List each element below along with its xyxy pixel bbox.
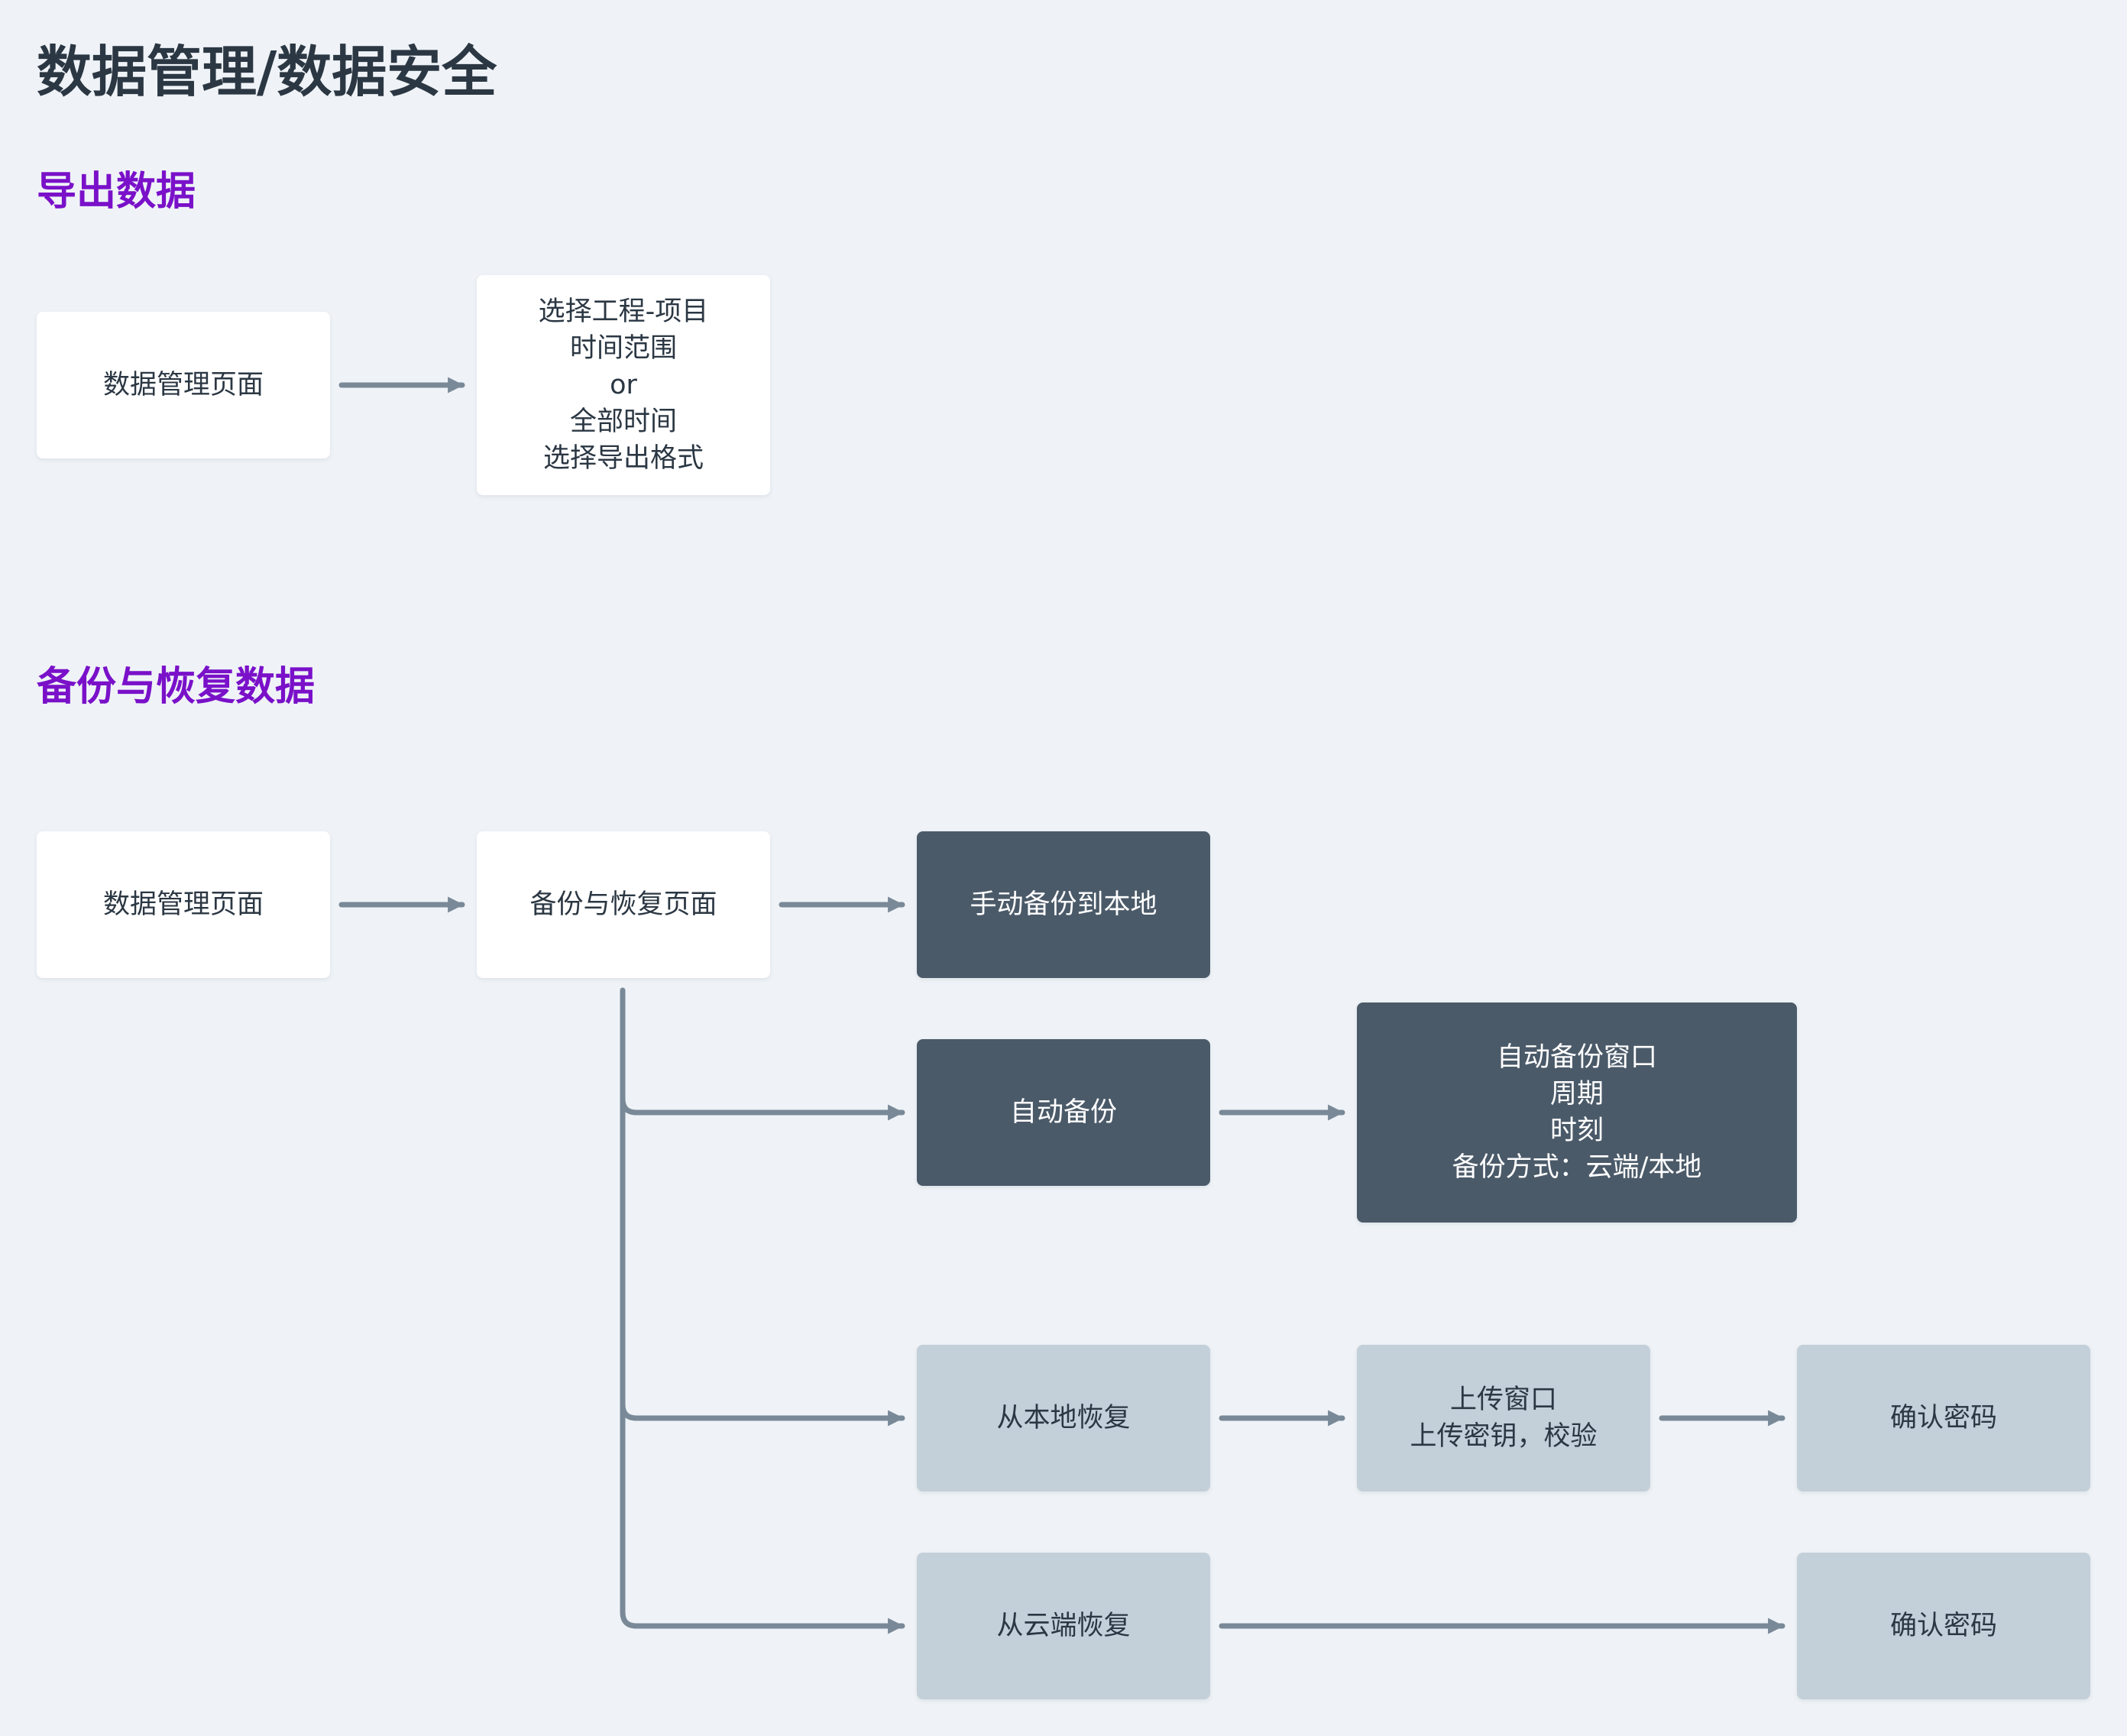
- connector-branch-auto: [620, 1096, 905, 1121]
- node-manual-backup: 手动备份到本地: [917, 831, 1210, 978]
- connector-branch-local-restore: [620, 1401, 905, 1427]
- node-restore-from-local: 从本地恢复: [917, 1345, 1210, 1491]
- connector-backup-trunk: [620, 987, 905, 1634]
- node-auto-backup: 自动备份: [917, 1039, 1210, 1186]
- node-confirm-password-local: 确认密码: [1797, 1345, 2090, 1491]
- node-backup-data-management-page: 数据管理页面: [37, 831, 330, 978]
- node-upload-window: 上传窗口 上传密钥，校验: [1357, 1345, 1650, 1491]
- page-title: 数据管理/数据安全: [37, 40, 497, 104]
- node-export-options: 选择工程-项目 时间范围 or 全部时间 选择导出格式: [477, 275, 770, 495]
- section-title-export: 导出数据: [37, 169, 196, 215]
- node-backup-restore-page: 备份与恢复页面: [477, 831, 770, 978]
- section-title-backup: 备份与恢复数据: [37, 664, 316, 710]
- node-export-data-management-page: 数据管理页面: [37, 312, 330, 458]
- node-restore-from-cloud: 从云端恢复: [917, 1553, 1210, 1699]
- node-confirm-password-cloud: 确认密码: [1797, 1553, 2090, 1699]
- node-auto-backup-window: 自动备份窗口 周期 时刻 备份方式：云端/本地: [1357, 1002, 1797, 1223]
